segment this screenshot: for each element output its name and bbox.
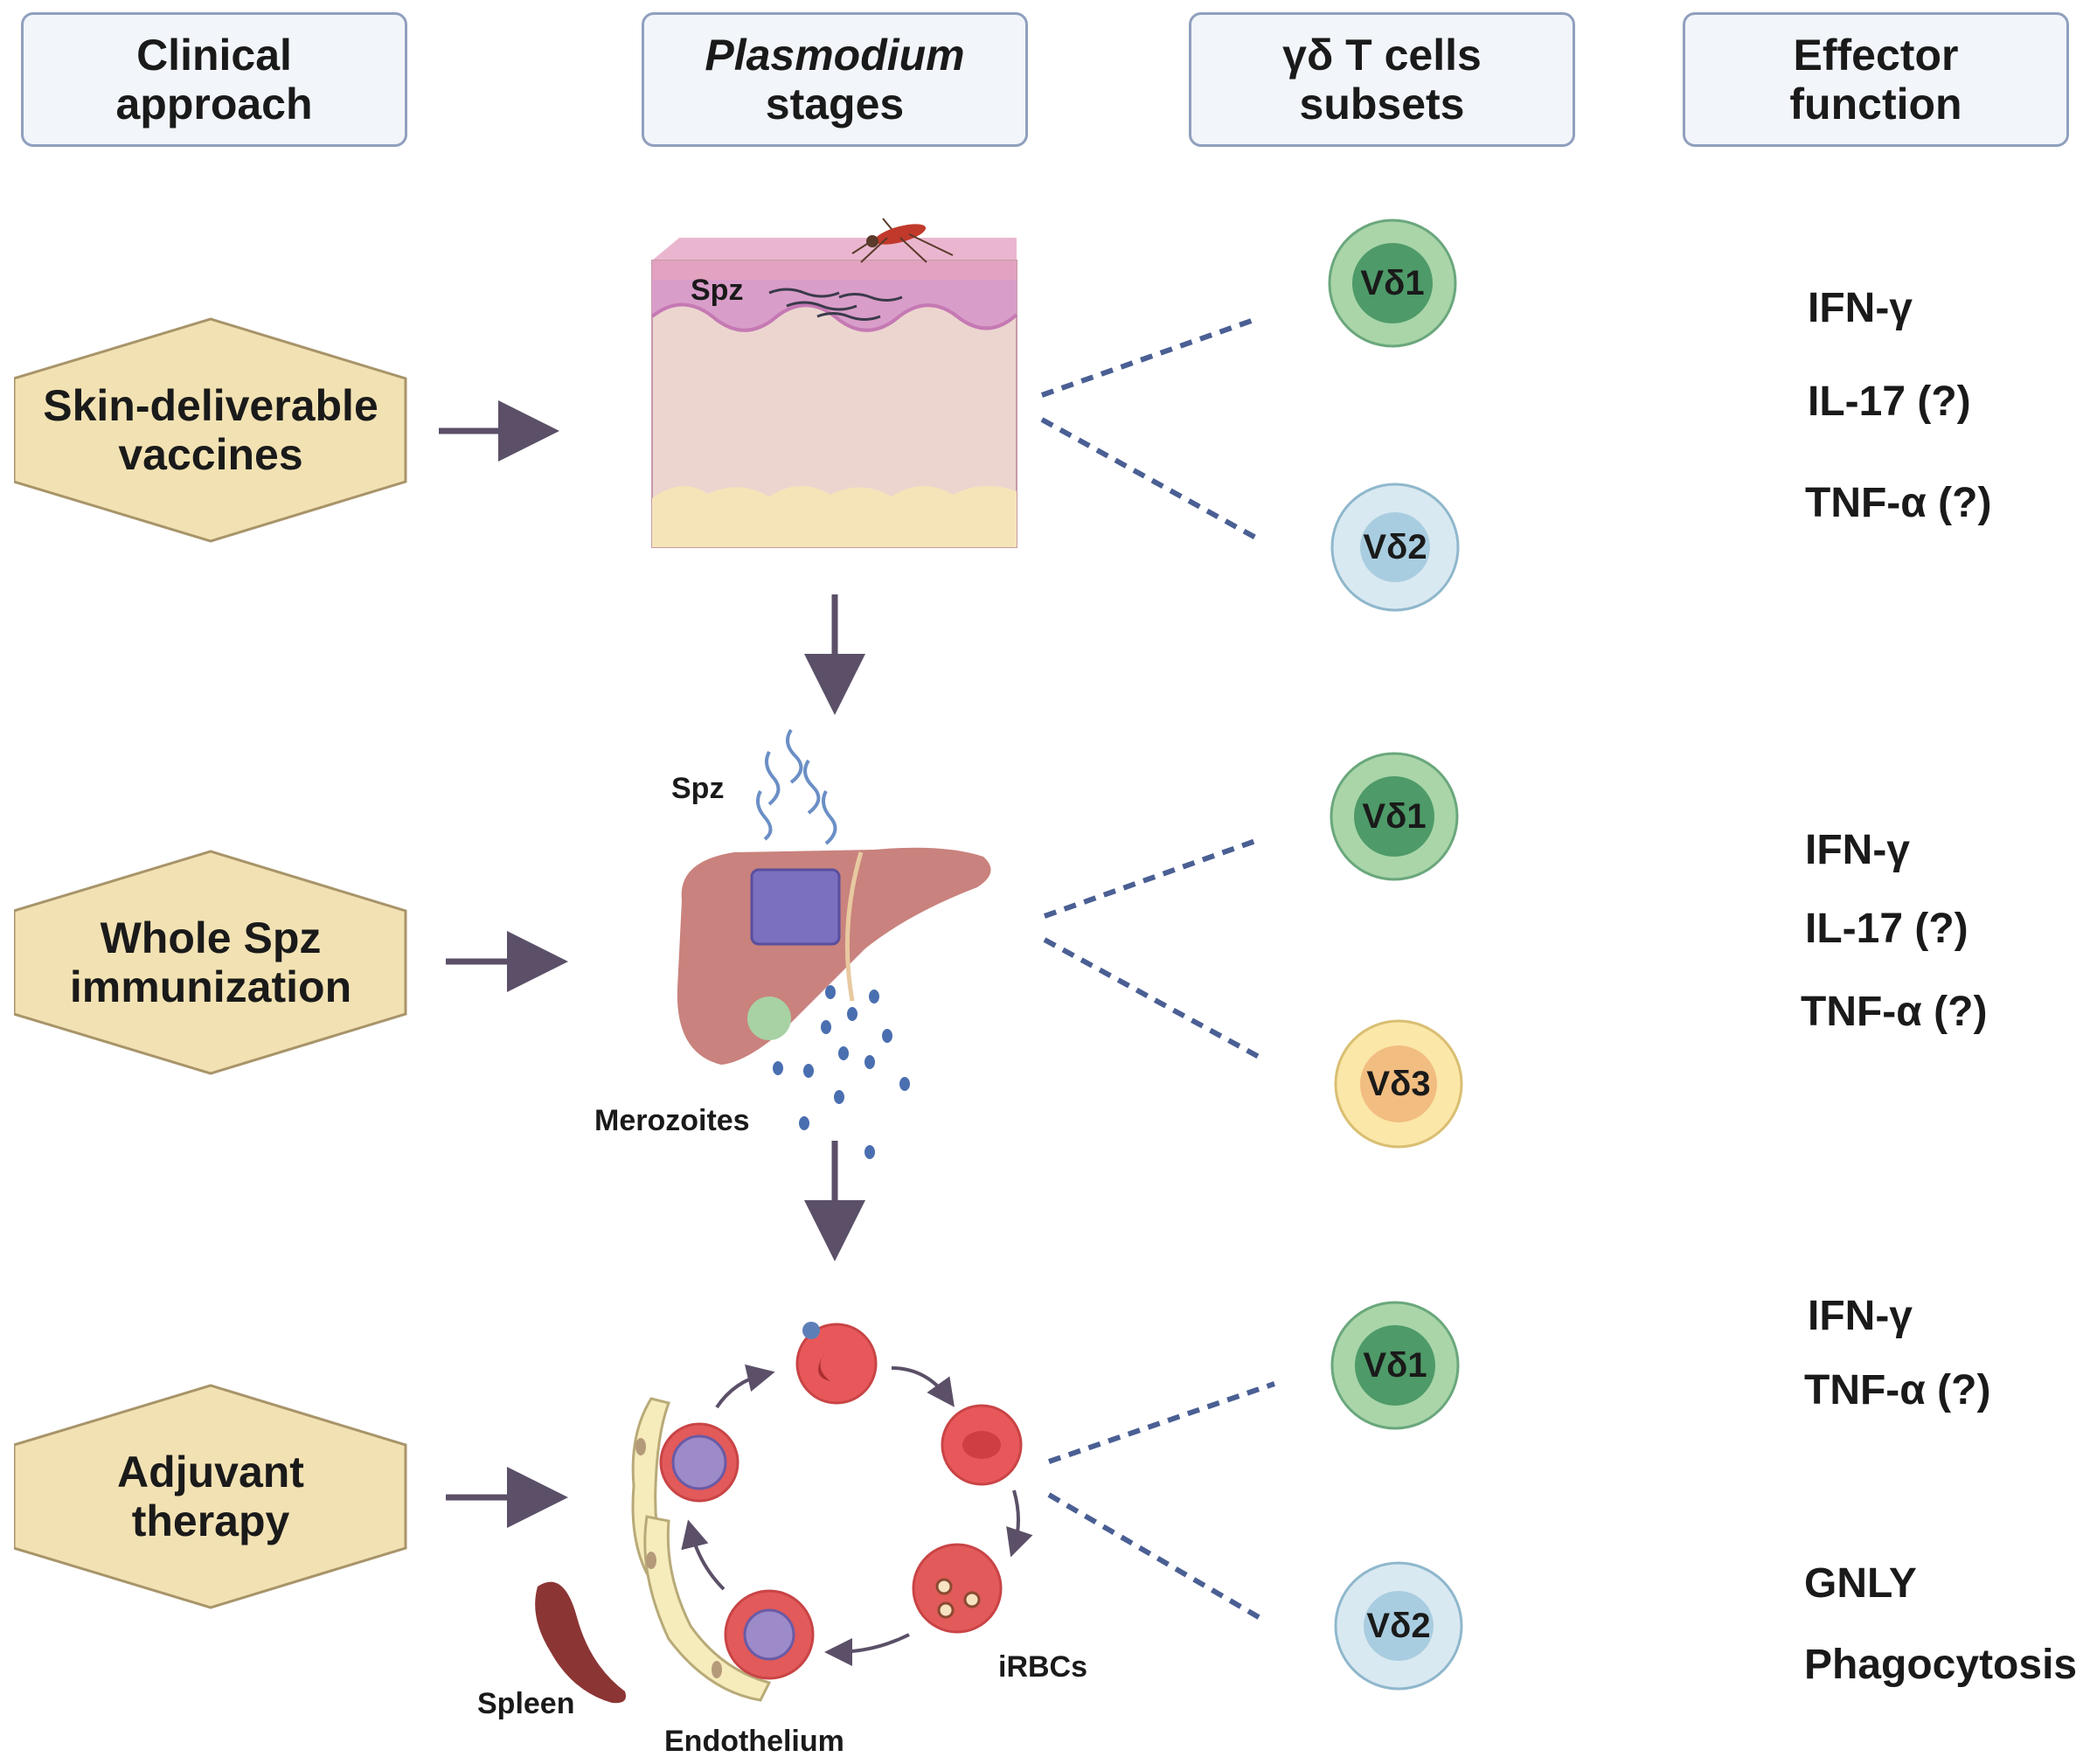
header-effector-line2: function (1789, 80, 1962, 128)
cell-vd1-blood (1330, 1301, 1460, 1430)
effector-skin-il17: IL-17 (?) (1808, 378, 1971, 425)
approach-skin-line2: vaccines (118, 430, 303, 479)
liver-illustration (677, 847, 991, 1065)
mosquito-icon (851, 218, 954, 263)
rbc-cycle-illustration (659, 1322, 1033, 1680)
effector-liver-il17: IL-17 (?) (1805, 906, 1968, 952)
cell-label-vd1-skin: Vδ1 (1360, 264, 1425, 302)
header-effector-function: Effector function (1683, 12, 2069, 147)
approach-whole-spz-line2: immunization (69, 962, 352, 1011)
skin-illustration (650, 238, 1018, 548)
effector-blood-ifng: IFN-γ (1808, 1293, 1913, 1339)
header-plasmodium-line2: stages (765, 80, 905, 128)
header-clinical-line1: Clinical (136, 31, 292, 80)
label-merozoites: Merozoites (594, 1104, 750, 1137)
endothelium-illustration (631, 1397, 772, 1702)
effector-skin-tnfa: TNF-α (?) (1805, 480, 1992, 526)
label-liver-spz: Spz (671, 772, 725, 805)
header-clinical-approach: Clinical approach (21, 12, 407, 147)
effector-liver-tnfa: TNF-α (?) (1801, 989, 1988, 1035)
approach-whole-spz: Whole Spz immunization (14, 850, 407, 1075)
spleen-icon (535, 1581, 626, 1704)
cell-label-vd2-blood: Vδ2 (1366, 1607, 1431, 1645)
header-gd-line1: γδ T cells (1282, 31, 1482, 80)
cell-vd2-blood (1334, 1561, 1463, 1691)
label-irbcs: iRBCs (998, 1650, 1088, 1684)
label-spleen: Spleen (477, 1687, 575, 1720)
cell-label-vd3-liver: Vδ3 (1366, 1065, 1431, 1103)
effector-blood-tnfa: TNF-α (?) (1804, 1367, 1991, 1413)
header-plasmodium-stages: Plasmodium stages (642, 12, 1028, 147)
approach-whole-spz-line1: Whole Spz (100, 913, 322, 962)
cell-label-vd2-skin: Vδ2 (1363, 528, 1427, 566)
approach-adjuvant-line1: Adjuvant (117, 1448, 304, 1497)
cell-vd2-skin (1330, 483, 1460, 612)
approach-skin-vaccines: Skin-deliverable vaccines (14, 317, 407, 543)
approach-skin-line1: Skin-deliverable (43, 381, 378, 430)
header-gd-t-cells: γδ T cells subsets (1189, 12, 1575, 147)
effector-blood-phagocytosis: Phagocytosis (1804, 1642, 2078, 1688)
approach-adjuvant-therapy: Adjuvant therapy (14, 1384, 407, 1609)
label-skin-spz: Spz (691, 274, 744, 307)
connector-lines (1040, 316, 1275, 1622)
cell-label-vd1-liver: Vδ1 (1362, 797, 1427, 836)
header-plasmodium-line1: Plasmodium (705, 31, 965, 80)
cell-label-vd1-blood: Vδ1 (1363, 1346, 1427, 1385)
cell-vd1-liver (1330, 752, 1459, 881)
approach-adjuvant-line2: therapy (131, 1497, 290, 1545)
header-clinical-line2: approach (115, 80, 313, 128)
effector-liver-ifng: IFN-γ (1805, 827, 1910, 873)
label-endothelium: Endothelium (664, 1725, 844, 1758)
effector-skin-ifng: IFN-γ (1808, 285, 1913, 331)
header-gd-line2: subsets (1299, 80, 1465, 128)
sporozoite-icons (755, 728, 837, 845)
cell-vd1-skin (1328, 219, 1457, 348)
cell-vd3-liver (1334, 1019, 1463, 1149)
header-effector-line1: Effector (1793, 31, 1959, 80)
effector-blood-gnly: GNLY (1804, 1560, 1917, 1607)
merozoite-icons (773, 985, 910, 1159)
